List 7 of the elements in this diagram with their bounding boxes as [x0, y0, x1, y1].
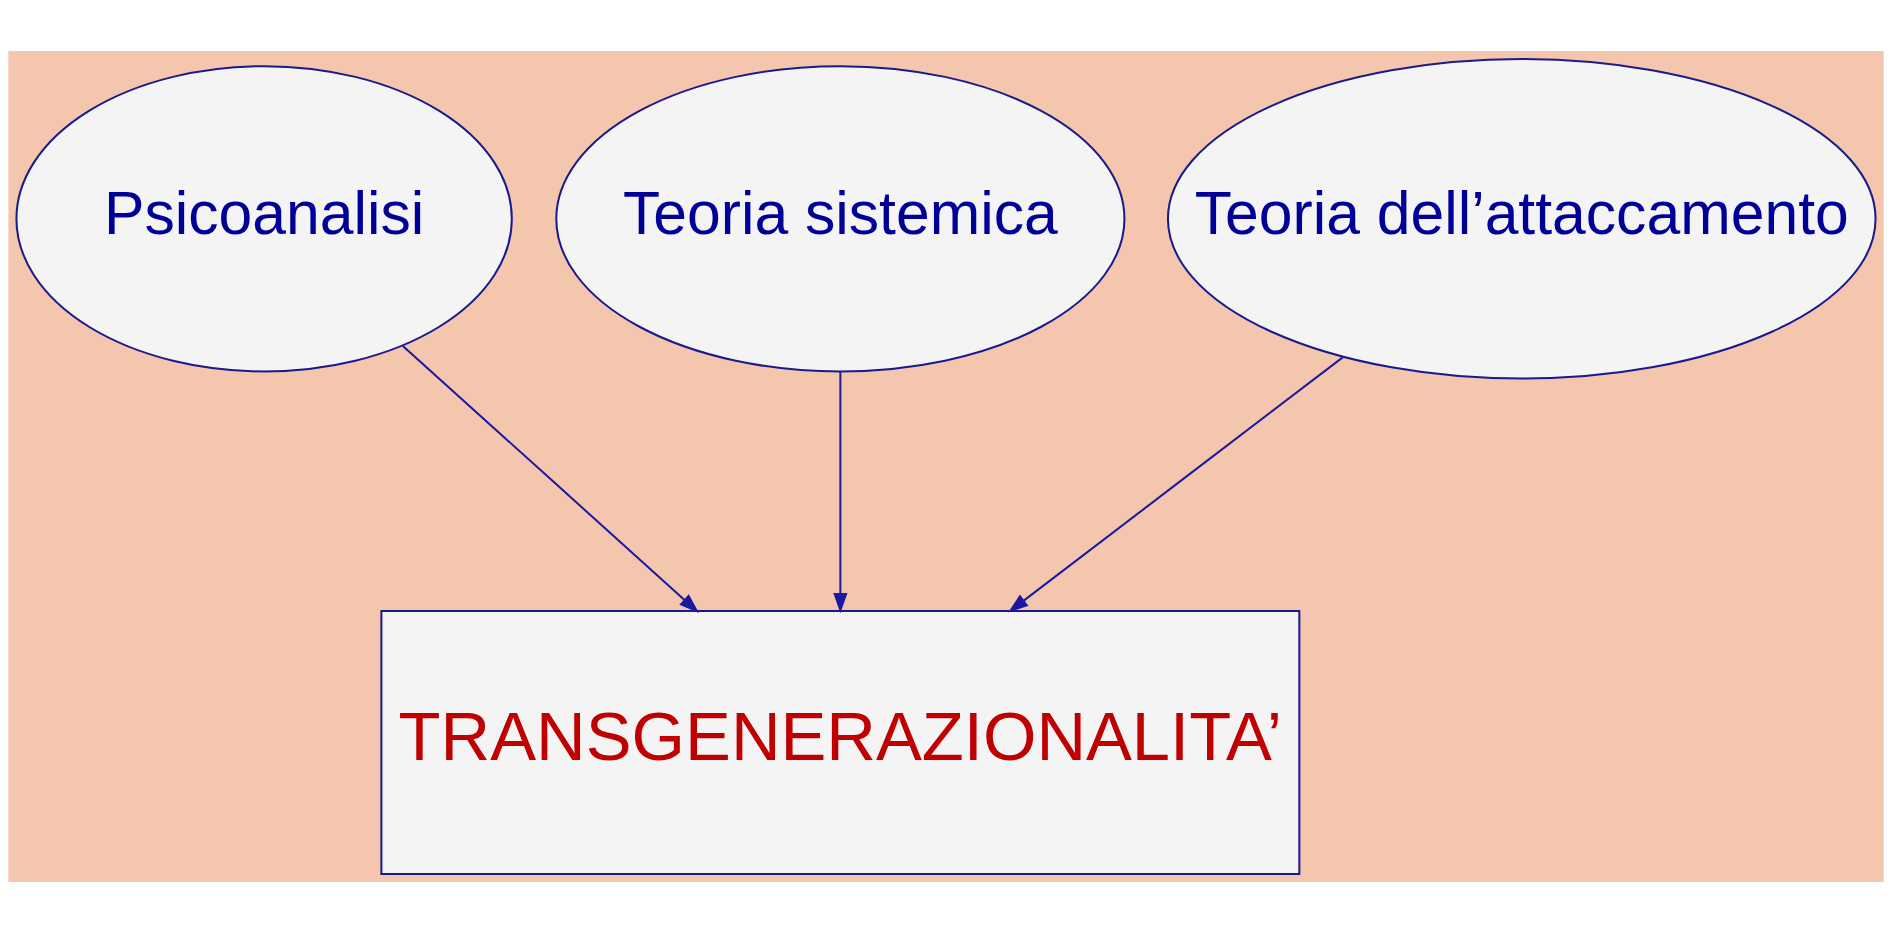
arrow — [402, 345, 700, 614]
node-box: TRANSGENERAZIONALITA’ — [380, 610, 1301, 875]
node-ellipse: Psicoanalisi — [15, 65, 513, 373]
node-ellipse: Teoria sistemica — [555, 65, 1126, 373]
arrow — [1008, 356, 1344, 613]
arrow — [833, 371, 848, 614]
node-ellipse: Teoria dell’attaccamento — [1166, 58, 1877, 380]
